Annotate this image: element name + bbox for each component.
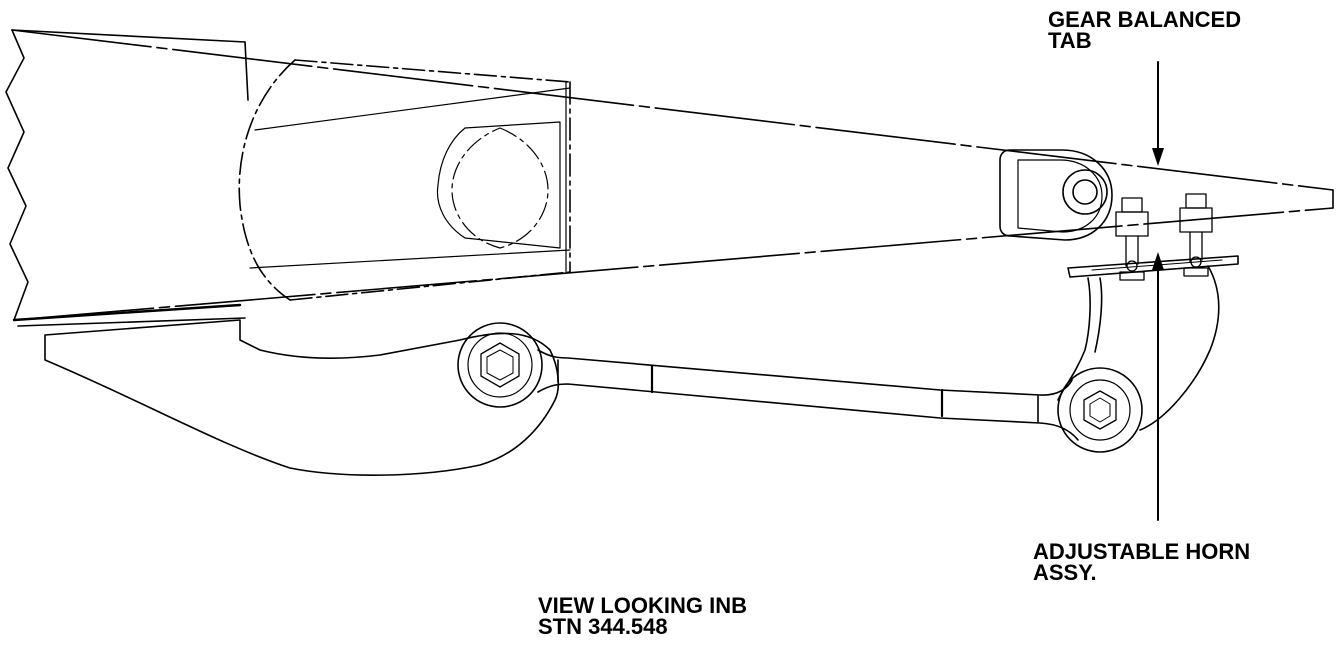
view-caption: VIEW LOOKING INB STN 344.548 [538,593,747,639]
inner-circle [451,127,549,249]
horn-bolt-2 [1179,193,1213,277]
adjustable-horn-label-line2: ASSY. [1033,560,1097,585]
pod-cross-lines [249,87,571,269]
inner-body [238,59,571,301]
leader-horn [1152,252,1164,521]
horn-bolt-1 [1115,197,1149,281]
view-caption-line1: VIEW LOOKING INB [538,593,747,618]
view-caption-line2: STN 344.548 [538,614,668,639]
rod-end-left [457,322,543,408]
horn-arms [1057,265,1220,431]
control-surface-outline [11,29,1334,322]
fairing-lines [11,29,249,327]
lower-fairing [44,319,560,476]
hinge-fitting [999,149,1113,241]
gear-balanced-tab-label-line2: TAB [1048,28,1092,53]
adjustable-horn-label: ADJUSTABLE HORN ASSY. [1033,539,1251,585]
break-line [5,29,29,321]
leader-gear-tab [1152,61,1164,166]
inner-cutout [436,121,561,249]
adjustable-horn-label-line1: ADJUSTABLE HORN [1033,539,1251,564]
gear-balanced-tab-label-line1: GEAR BALANCED [1048,7,1242,32]
pushrod [537,349,1079,441]
gear-balanced-tab-label: GEAR BALANCED TAB [1048,7,1242,53]
rod-end-right [1057,367,1143,453]
